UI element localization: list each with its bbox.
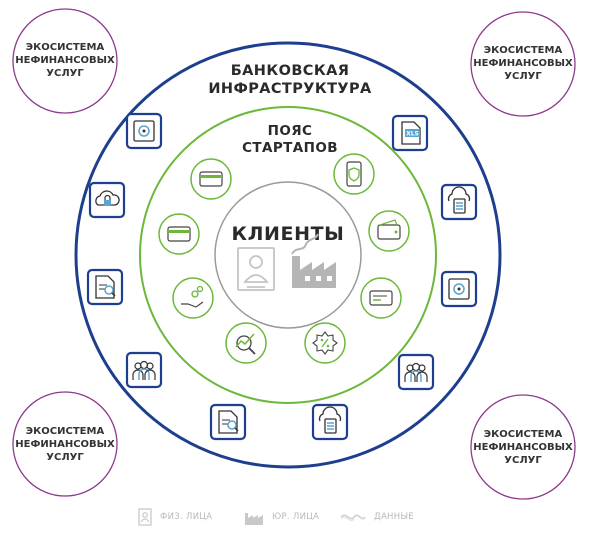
legend-legal-label: ЮР. ЛИЦА	[272, 512, 320, 522]
safe-icon	[125, 112, 163, 150]
document-search-icon	[86, 268, 124, 306]
factory-icon	[245, 513, 263, 525]
ecosystem-line-2: НЕФИНАНСОВЫХ	[473, 58, 573, 69]
safe-icon	[440, 270, 478, 308]
ecosystem-bottom-right: ЭКОСИСТЕМА НЕФИНАНСОВЫХ УСЛУГ	[470, 394, 576, 500]
ecosystem-circle	[12, 8, 118, 114]
ecosystem-line-1: ЭКОСИСТЕМА	[484, 429, 563, 440]
legend-individuals-label: ФИЗ. ЛИЦА	[160, 512, 213, 522]
ecosystem-line-2: НЕФИНАНСОВЫХ	[15, 55, 115, 66]
bank-ring-title-line-2: ИНФРАСТРУКТУРА	[208, 81, 372, 97]
chart-search-icon	[225, 322, 267, 364]
card-icon	[360, 277, 402, 319]
document-search-icon	[209, 403, 247, 441]
card-icon	[190, 158, 232, 200]
ecosystem-circle	[470, 394, 576, 500]
file-xls-icon: XLS	[391, 114, 429, 152]
clients-circle	[214, 181, 362, 329]
ecosystem-circle	[12, 391, 118, 497]
people-icon	[397, 353, 435, 391]
legend-legal: ЮР. ЛИЦА	[244, 507, 319, 527]
ecosystem-bottom-left: ЭКОСИСТЕМА НЕФИНАНСОВЫХ УСЛУГ	[12, 391, 118, 497]
phone-shield-icon	[333, 153, 375, 195]
ecosystem-line-3: УСЛУГ	[504, 71, 542, 82]
data-stream-icon	[340, 514, 366, 522]
factory-icon	[291, 233, 336, 288]
ecosystem-line-3: УСЛУГ	[504, 455, 542, 466]
legend-data: ДАННЫЕ	[340, 507, 414, 527]
clients-title: КЛИЕНТЫ	[232, 223, 345, 245]
ecosystem-line-2: НЕФИНАНСОВЫХ	[473, 442, 573, 453]
card-icon	[158, 213, 200, 255]
legend-data-label: ДАННЫЕ	[374, 512, 414, 522]
startup-ring-title-line-2: СТАРТАПОВ	[242, 140, 338, 156]
ecosystem-line-1: ЭКОСИСТЕМА	[26, 426, 105, 437]
hand-coins-icon	[172, 277, 214, 319]
person-card-icon	[138, 508, 152, 526]
ecosystem-top-right: ЭКОСИСТЕМА НЕФИНАНСОВЫХ УСЛУГ	[470, 11, 576, 117]
ecosystem-line-2: НЕФИНАНСОВЫХ	[15, 439, 115, 450]
people-icon	[125, 351, 163, 389]
ecosystem-line-1: ЭКОСИСТЕМА	[26, 42, 105, 53]
cloud-lock-icon	[88, 181, 126, 219]
ecosystem-line-3: УСЛУГ	[46, 68, 84, 79]
file-badge-label: XLS	[406, 131, 419, 138]
startup-ring-title-line-1: ПОЯС	[268, 123, 313, 139]
cloud-database-icon	[311, 403, 349, 441]
ecosystem-top-left: ЭКОСИСТЕМА НЕФИНАНСОВЫХ УСЛУГ	[12, 8, 118, 114]
ecosystem-circle	[470, 11, 576, 117]
cloud-database-icon	[440, 183, 478, 221]
wallet-icon	[368, 210, 410, 252]
person-card-icon	[237, 247, 275, 291]
legend-individuals: ФИЗ. ЛИЦА	[138, 507, 212, 527]
discount-badge-icon	[304, 322, 346, 364]
ecosystem-line-3: УСЛУГ	[46, 452, 84, 463]
bank-ring-title-line-1: БАНКОВСКАЯ	[231, 63, 350, 79]
ecosystem-line-1: ЭКОСИСТЕМА	[484, 45, 563, 56]
